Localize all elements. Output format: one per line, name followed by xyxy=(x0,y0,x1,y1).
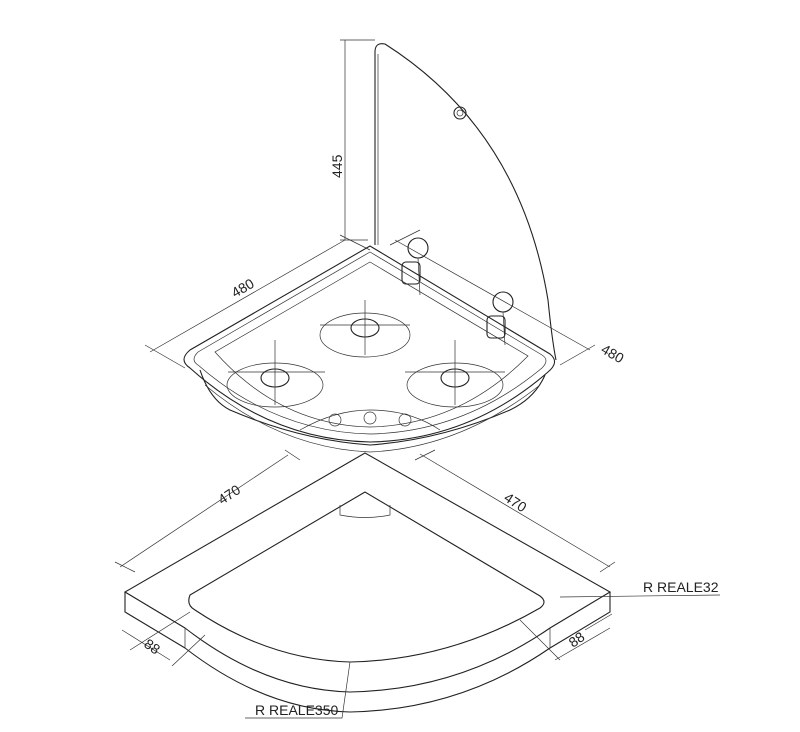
dim-label-88-right: 88 xyxy=(566,628,588,650)
leader-radius-32 xyxy=(559,594,721,598)
burner-left xyxy=(226,340,325,408)
dimension-border-left xyxy=(121,611,206,667)
hinges xyxy=(401,237,514,346)
dim-label-470-left: 470 xyxy=(215,481,243,507)
dimension-hob-left xyxy=(144,234,371,369)
dim-label-445: 445 xyxy=(329,154,345,178)
label-r-reale-350: R REALE350 xyxy=(255,702,338,718)
dim-label-480-left: 480 xyxy=(229,275,257,301)
dim-label-480-right: 480 xyxy=(599,341,627,367)
label-r-reale-32: R REALE32 xyxy=(643,579,719,595)
lid-hole-icon xyxy=(453,106,467,120)
dimension-border-right xyxy=(519,613,613,661)
dimension-lid-height xyxy=(340,39,375,241)
burner-back xyxy=(319,300,411,358)
dimension-frame-right xyxy=(414,449,616,573)
cut-out-frame xyxy=(123,452,612,713)
dim-label-470-right: 470 xyxy=(501,489,529,515)
dimension-frame-left xyxy=(114,449,301,573)
glass-lid xyxy=(374,43,557,361)
hob-body xyxy=(183,237,556,453)
burner-right xyxy=(405,340,505,408)
knobs xyxy=(328,411,412,427)
leader-radius-350 xyxy=(245,661,351,719)
dimension-hob-right xyxy=(389,229,596,366)
